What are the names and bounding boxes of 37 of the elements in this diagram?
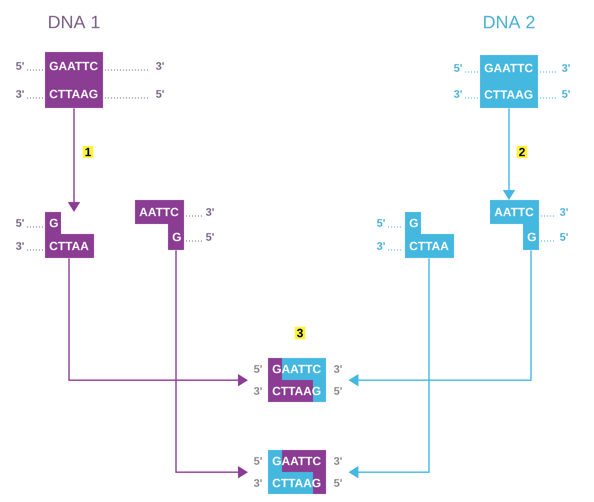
end-label: 3' — [334, 365, 342, 373]
end-label: 3' — [104, 62, 164, 70]
strand-box: G — [45, 212, 61, 234]
end-label: 3' — [540, 208, 568, 216]
end-label: 3' — [334, 457, 342, 465]
end-label: 5' — [16, 62, 44, 70]
end-label: 5' — [254, 365, 262, 373]
step-number: 1 — [82, 146, 94, 158]
strand-box: CTTAAG — [45, 80, 103, 108]
end-label: 5' — [16, 219, 44, 228]
step-number: 2 — [516, 146, 528, 158]
end-label: 5' — [186, 233, 214, 242]
strand-box: G — [523, 224, 539, 250]
end-label: 5' — [334, 479, 342, 487]
end-label: 3' — [186, 208, 214, 216]
end-label: 5' — [540, 233, 568, 242]
end-label: 3' — [254, 387, 262, 395]
strand-box: G — [168, 224, 184, 250]
end-label: 3' — [16, 242, 44, 250]
end-label: 3' — [376, 242, 404, 250]
end-label: 3' — [16, 90, 44, 98]
dna-title: DNA 1 — [49, 16, 100, 28]
end-label: 5' — [540, 90, 570, 98]
strand-box: GAATTC — [480, 55, 538, 81]
end-label: 5' — [454, 64, 478, 72]
strand-box: GAATTC — [45, 52, 103, 80]
end-label: 5' — [254, 457, 262, 465]
end-label: 3' — [540, 64, 570, 72]
step-number: 3 — [294, 326, 306, 340]
strand-box: CTTAAG — [480, 81, 538, 108]
end-label: 5' — [377, 219, 404, 228]
end-label: 3' — [254, 479, 262, 487]
end-label: 5' — [334, 387, 342, 395]
strand-box: G — [405, 212, 421, 234]
end-label: 5' — [104, 90, 164, 98]
end-label: 3' — [454, 90, 478, 98]
dna-title: DNA 2 — [484, 16, 534, 28]
